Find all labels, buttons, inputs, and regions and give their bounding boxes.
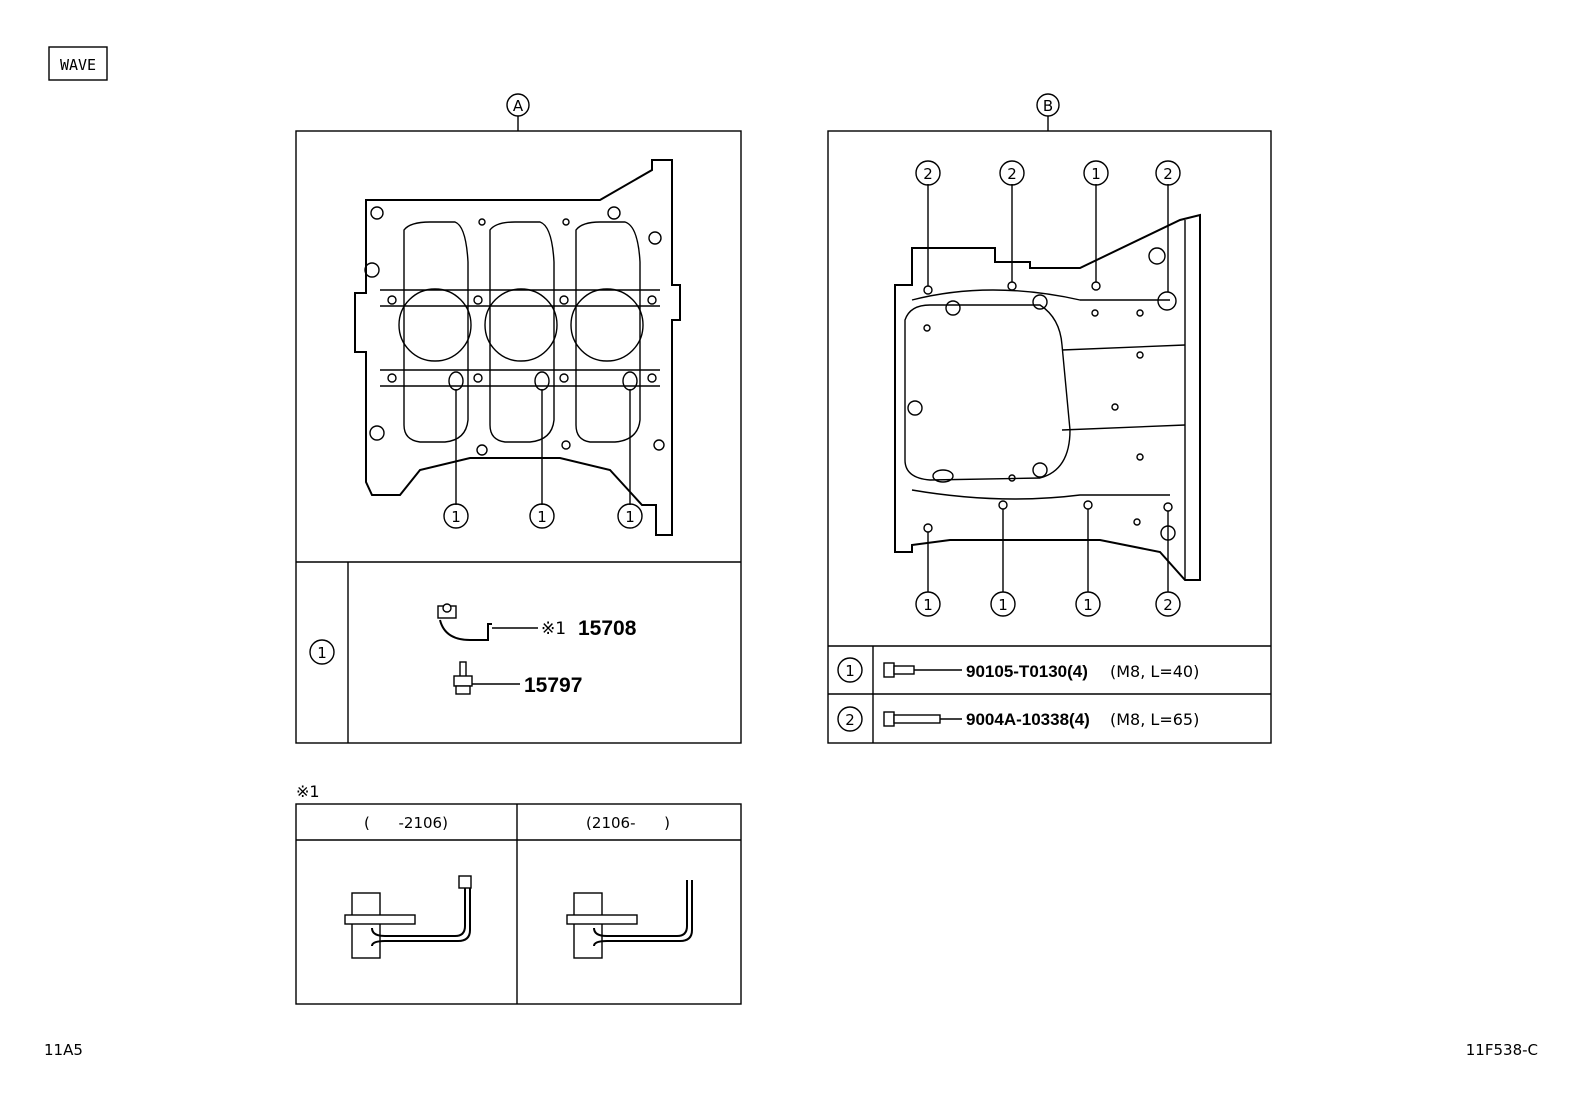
short-bolt-icon — [883, 662, 962, 678]
cylinder-block-bottom-view — [894, 184, 1201, 592]
oil-jet-icon — [437, 603, 538, 641]
part-number-15797: 15797 — [524, 674, 582, 697]
callout-circle — [1075, 591, 1101, 617]
note-table — [295, 803, 742, 1005]
fastener-part-number: 9004A-10338(4) — [966, 710, 1090, 729]
callout-circle — [999, 160, 1025, 186]
callout-label: 1 — [1091, 165, 1101, 183]
long-bolt-icon — [883, 711, 962, 727]
view-b-label: B — [1043, 97, 1053, 115]
variant-header-after: (2106- ) — [586, 814, 670, 832]
fastener-part-number: 90105-T0130(4) — [966, 662, 1088, 681]
oil-jet-late-icon — [566, 880, 693, 959]
fastener-number-circle — [837, 657, 863, 683]
bolt-icon — [453, 661, 520, 695]
fastener-number: 1 — [845, 662, 855, 680]
callout-label: 2 — [1163, 596, 1173, 614]
variant-header-before: ( -2106) — [364, 814, 448, 832]
part-number-15708: 15708 — [578, 617, 637, 640]
footer-left-code: 11A5 — [44, 1041, 83, 1059]
view-b: B — [827, 93, 1272, 744]
callout-circle — [617, 503, 643, 529]
callout-circle — [529, 503, 555, 529]
callout-label: 1 — [625, 508, 635, 526]
callout-label: 1 — [537, 508, 547, 526]
view-a-frame — [295, 130, 742, 744]
callout-label: 2 — [1007, 165, 1017, 183]
callout-circle — [915, 591, 941, 617]
callout-label: 1 — [451, 508, 461, 526]
fastener-spec: (M8, L=65) — [1110, 710, 1199, 729]
cylinder-block-front-view — [354, 159, 681, 536]
callout-circle — [443, 503, 469, 529]
callout-circle — [1083, 160, 1109, 186]
figure-id: 11F538-C — [1466, 1041, 1538, 1059]
callout-circle — [915, 160, 941, 186]
callout-circle — [1155, 591, 1181, 617]
view-a-label: A — [513, 97, 524, 115]
fastener-number: 2 — [845, 711, 855, 729]
fastener-number-circle — [837, 706, 863, 732]
callout-label: 1 — [923, 596, 933, 614]
variant-note: ※1 ( -2106) (2106- ) — [295, 782, 742, 1005]
callout-label: 2 — [1163, 165, 1173, 183]
part-mark: ※1 — [541, 619, 566, 639]
legend-circle — [309, 639, 335, 665]
view-a: A — [295, 93, 742, 744]
wave-badge: WAVE — [60, 56, 96, 74]
callout-circle — [990, 591, 1016, 617]
wave-badge-frame — [48, 46, 108, 81]
view-b-frame — [827, 130, 1272, 744]
note-mark: ※1 — [296, 782, 320, 801]
legend-number: 1 — [317, 644, 327, 662]
callout-label: 1 — [1083, 596, 1093, 614]
callout-label: 2 — [923, 165, 933, 183]
callout-circle — [1155, 160, 1181, 186]
oil-jet-early-icon — [344, 875, 472, 959]
callout-label: 1 — [998, 596, 1008, 614]
fastener-spec: (M8, L=40) — [1110, 662, 1199, 681]
